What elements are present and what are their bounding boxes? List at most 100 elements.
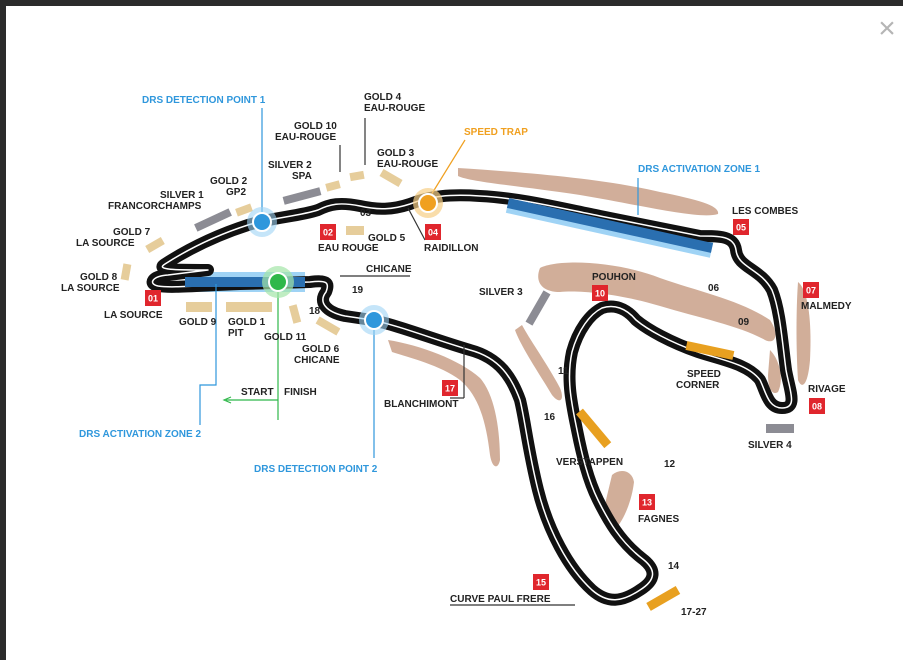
runoff-pouhon (538, 262, 776, 342)
grandstand-label: PIT (228, 328, 244, 339)
gold-grandstand-marker[interactable] (120, 263, 132, 281)
chicane-label: CHICANE (366, 264, 412, 275)
grandstand-label: 17-27 (681, 607, 707, 618)
silver-grandstand-marker[interactable] (766, 424, 794, 433)
gold-grandstand-marker[interactable] (145, 237, 165, 253)
gold-grandstand-marker[interactable] (346, 226, 364, 235)
grandstand-label: EAU-ROUGE (275, 132, 336, 143)
turn-badge[interactable] (145, 290, 161, 306)
background-page-strip (0, 0, 903, 6)
drs-activation-2-label: DRS ACTIVATION ZONE 2 (79, 429, 201, 440)
turn-name-label: FAGNES (638, 514, 679, 525)
turn-number-label: 18 (309, 306, 321, 317)
runoff-silver3 (515, 325, 563, 401)
speed-grandstand-marker[interactable] (646, 586, 681, 611)
turn-name-label: MALMEDY (801, 301, 852, 312)
turn-name-label: RAIDILLON (424, 243, 478, 254)
turn-number-label: 09 (738, 317, 750, 328)
turn-badge[interactable] (639, 494, 655, 510)
turn-badge[interactable] (320, 224, 336, 240)
runoff-malmedy (796, 282, 811, 385)
close-icon[interactable]: × (878, 12, 896, 45)
turn-name-label: RIVAGE (808, 384, 846, 395)
gold-grandstand-marker[interactable] (226, 302, 272, 312)
drs-zone-1-overlay (506, 198, 714, 253)
gold-grandstand-marker[interactable] (235, 203, 253, 217)
turn-badge-number: 17 (445, 384, 455, 394)
turn-badge[interactable] (425, 224, 441, 240)
turn-badge-number: 05 (736, 223, 746, 233)
turn-badge[interactable] (803, 282, 819, 298)
grandstand-label: GOLD 2 (210, 176, 248, 187)
grandstand-label: SPEED (687, 369, 721, 380)
turn-name-label: LES COMBES (732, 206, 798, 217)
speed-grandstand-marker[interactable] (685, 341, 735, 360)
runoff-kemmel (458, 168, 719, 216)
grandstand-label: GOLD 11 (264, 332, 307, 343)
grandstand-label: GP2 (226, 187, 246, 198)
turn-badge[interactable] (809, 398, 825, 414)
turn-badge[interactable] (533, 574, 549, 590)
speed-trap-label: SPEED TRAP (464, 127, 528, 138)
turn-name-label: CURVE PAUL FRERE (450, 594, 551, 605)
drs-activation-1-label: DRS ACTIVATION ZONE 1 (638, 164, 760, 175)
turn-number-label: 12 (664, 459, 676, 470)
grandstand-label: GOLD 5 (368, 233, 406, 244)
start-label: START (241, 387, 274, 398)
turn-badge-number: 04 (428, 228, 438, 238)
gold-grandstand-marker[interactable] (349, 170, 365, 182)
grandstand-label: LA SOURCE (61, 283, 120, 294)
finish-label: FINISH (284, 387, 317, 398)
grandstands (120, 169, 794, 611)
gold-grandstand-marker[interactable] (186, 302, 212, 312)
turn-badge[interactable] (592, 285, 608, 301)
gold-grandstand-marker[interactable] (379, 169, 403, 187)
turn-number-label: 19 (352, 285, 364, 296)
silver-grandstand-marker[interactable] (282, 187, 322, 205)
turn-badge-number: 01 (148, 294, 158, 304)
grandstand-label: CORNER (676, 380, 720, 391)
grandstand-label: GOLD 3 (377, 148, 415, 159)
runoff-areas (388, 168, 811, 528)
grandstand-label: SILVER 3 (479, 287, 523, 298)
turn-badge[interactable] (733, 219, 749, 235)
grandstand-label: SILVER 2 (268, 160, 312, 171)
grandstand-label: GOLD 7 (113, 227, 151, 238)
speed-grandstand-marker[interactable] (576, 408, 612, 449)
turn-badge-number: 07 (806, 286, 816, 296)
background-page-edge (0, 0, 6, 660)
drs-detection-2-label: DRS DETECTION POINT 2 (254, 464, 378, 475)
detection-markers (247, 188, 443, 335)
turn-badge-number: 02 (323, 228, 333, 238)
grandstand-label: GOLD 10 (294, 121, 337, 132)
grandstand-label: EAU-ROUGE (364, 103, 425, 114)
runoff-blanchimont (388, 340, 500, 467)
turn-badge[interactable] (442, 380, 458, 396)
track-centre-line (151, 194, 793, 601)
gold-grandstand-marker[interactable] (325, 180, 341, 192)
grandstand-label: SPA (292, 171, 312, 182)
turn-badges: 01 02 04 05 07 08 10 13 15 17 (145, 219, 825, 590)
grandstand-label: LA SOURCE (76, 238, 135, 249)
gold-grandstand-marker[interactable] (288, 304, 302, 324)
turn-number-label: 14 (668, 561, 680, 572)
grandstand-label: GOLD 6 (302, 344, 340, 355)
gold-grandstand-marker[interactable] (315, 316, 341, 336)
track-layout (146, 189, 798, 606)
grandstand-label: GOLD 9 (179, 317, 217, 328)
grandstand-label: FRANCORCHAMPS (108, 201, 202, 212)
grandstand-label: SILVER 1 (160, 190, 204, 201)
silver-grandstand-marker[interactable] (194, 208, 232, 232)
silver-grandstand-marker[interactable] (525, 290, 551, 326)
grandstand-label: GOLD 4 (364, 92, 402, 103)
turn-badge-number: 13 (642, 498, 652, 508)
turn-number-label: 03 (360, 208, 372, 219)
turn-badge-number: 15 (536, 578, 546, 588)
turn-name-label: EAU ROUGE (318, 243, 379, 254)
grandstand-label: GOLD 1 (228, 317, 266, 328)
turn-badge-number: 10 (595, 289, 605, 299)
runoff-fagnes (605, 470, 634, 528)
turn-number-label: 16 (544, 412, 556, 423)
runoff-rivage (768, 350, 781, 394)
